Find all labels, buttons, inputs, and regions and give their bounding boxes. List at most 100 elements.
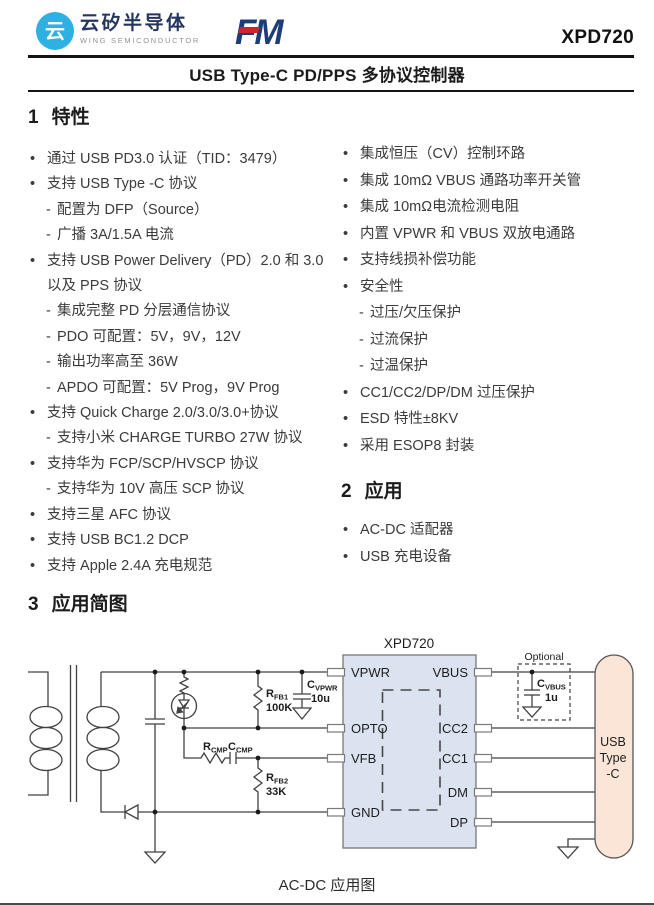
feature-text: PDO 可配置：5V，9V，12V xyxy=(57,328,241,345)
optocoupler-icon xyxy=(170,672,198,728)
feature-item: • 支持 USB Power Delivery（PD）2.0 和 3.0 以及 … xyxy=(28,249,331,300)
feature-item: - 支持小米 CHARGE TURBO 27W 协议 xyxy=(28,426,331,451)
bullet-marker: - xyxy=(46,328,51,345)
bullet-marker: - xyxy=(46,354,51,371)
bullet-marker: • xyxy=(30,405,36,422)
feature-item: • 集成恒压（CV）控制环路 xyxy=(341,141,634,168)
feature-item: • 安全性 xyxy=(341,274,634,301)
feature-item: - 配置为 DFP（Source） xyxy=(28,198,331,223)
feature-item: • 支持 Quick Charge 2.0/3.0/3.0+协议 xyxy=(28,401,331,426)
brand-name-en: WING SEMICONDUCTOR xyxy=(80,36,201,45)
bullet-marker: • xyxy=(30,252,36,269)
rcmp-ccmp-network xyxy=(183,728,328,765)
chip-body xyxy=(342,654,477,849)
cvbus-capacitor-icon xyxy=(521,672,543,718)
fm-logo-icon: FM xyxy=(235,13,286,51)
application-text: AC-DC 适配器 xyxy=(360,522,454,538)
feature-text: 支持线损补偿功能 xyxy=(360,252,476,268)
bullet-marker: - xyxy=(359,305,364,321)
feature-text: 支持 USB Power Delivery（PD）2.0 和 3.0 以及 PP… xyxy=(47,252,324,295)
diode-icon xyxy=(123,803,328,821)
part-number: XPD720 xyxy=(561,27,634,48)
header-rule-top xyxy=(28,55,634,59)
transformer-secondary xyxy=(86,672,125,813)
bullet-marker: • xyxy=(343,172,349,189)
bullet-marker: - xyxy=(46,430,51,447)
feature-text: 支持三星 AFC 协议 xyxy=(47,506,172,523)
rfb2-resistor-icon xyxy=(252,758,264,812)
feature-item: • 支持 Apple 2.4A 充电规范 xyxy=(28,554,331,579)
rfb1-resistor-icon xyxy=(252,672,264,728)
features-list-right: • 集成恒压（CV）控制环路 • 集成 10mΩ VBUS 通路功率开关管 • … xyxy=(341,141,634,459)
feature-text: 集成完整 PD 分层通信协议 xyxy=(57,303,231,320)
pin-label-cc2: CC2 xyxy=(442,721,468,736)
pin-label-gnd: GND xyxy=(351,805,380,820)
feature-text: 集成 10mΩ VBUS 通路功率开关管 xyxy=(360,172,582,189)
rcmp-label: RCMP xyxy=(203,741,228,755)
chip-label: XPD720 xyxy=(384,636,434,651)
feature-text: 过压/欠压保护 xyxy=(370,305,462,321)
feature-text: 广播 3A/1.5A 电流 xyxy=(57,227,174,244)
diagram-caption: AC-DC 应用图 xyxy=(278,877,376,894)
svg-text:Type: Type xyxy=(599,751,626,765)
bullet-marker: - xyxy=(359,358,364,374)
transformer-primary xyxy=(28,671,63,796)
feature-item: - 集成完整 PD 分层通信协议 xyxy=(28,299,331,324)
feature-text: 支持 Quick Charge 2.0/3.0/3.0+协议 xyxy=(47,405,279,422)
fm-logo-red-bar xyxy=(238,27,261,33)
usb-type-c-connector xyxy=(594,654,634,859)
bullet-marker: • xyxy=(30,532,36,549)
bullet-marker: • xyxy=(343,146,349,162)
features-list-left: • 通过 USB PD3.0 认证（TID：3479） • 支持 USB Typ… xyxy=(28,147,331,579)
ground-symbol-icon xyxy=(143,812,167,864)
cvbus-label: CVBUS xyxy=(537,678,566,692)
bullet-marker: • xyxy=(343,278,349,295)
brand-text: 云矽半导体 WING SEMICONDUCTOR xyxy=(80,13,200,45)
feature-item: • ESD 特性±8KV xyxy=(341,406,634,433)
feature-item: • 支持线损补偿功能 xyxy=(341,247,634,274)
feature-text: APDO 可配置：5V Prog，9V Prog xyxy=(57,379,280,396)
feature-item: • 集成 10mΩ VBUS 通路功率开关管 xyxy=(341,168,634,195)
feature-text: 支持 USB BC1.2 DCP xyxy=(47,532,189,549)
brand-name-cn: 云矽半导体 xyxy=(80,13,188,34)
bullet-marker: • xyxy=(30,151,36,167)
bullet-marker: - xyxy=(46,227,51,244)
rfb2-label: RFB2 xyxy=(266,772,288,786)
applications-heading-number: 2 xyxy=(341,481,352,502)
feature-item: • 支持 USB Type -C 协议 xyxy=(28,172,331,197)
pin-label-vpwr: VPWR xyxy=(351,665,390,680)
svg-text:-C: -C xyxy=(606,767,619,781)
rfb1-label: RFB1 xyxy=(266,688,288,702)
bullet-marker: - xyxy=(46,481,51,498)
feature-text: 支持 Apple 2.4A 充电规范 xyxy=(47,557,213,574)
diagram-heading: 3 应用简图 xyxy=(28,591,128,619)
applications-list: • AC-DC 适配器 • USB 充电设备 xyxy=(341,517,634,570)
bullet-marker: • xyxy=(30,557,36,574)
cvbus-value: 1u xyxy=(545,692,558,704)
features-column-left: 1 特性 • 通过 USB PD3.0 认证（TID：3479） • 支持 US… xyxy=(28,104,331,579)
diagram-heading-number: 3 xyxy=(28,594,39,615)
feature-text: 内置 VPWR 和 VBUS 双放电通路 xyxy=(360,225,576,242)
feature-text: 支持华为 FCP/SCP/HVSCP 协议 xyxy=(47,455,259,472)
feature-item: - APDO 可配置：5V Prog，9V Prog xyxy=(28,376,331,401)
bullet-marker: • xyxy=(343,522,349,538)
application-item: • AC-DC 适配器 xyxy=(341,517,634,544)
wing-semiconductor-logo-icon: 云 xyxy=(36,12,74,50)
feature-item: - 过温保护 xyxy=(341,353,634,380)
applications-heading: 2 应用 xyxy=(341,478,634,506)
schematic-wires xyxy=(28,663,595,864)
cvpwr-value: 10u xyxy=(311,693,330,705)
optional-label: Optional xyxy=(524,651,563,663)
bullet-marker: - xyxy=(46,379,51,396)
feature-item: • 通过 USB PD3.0 认证（TID：3479） xyxy=(28,147,331,172)
applications-heading-title: 应用 xyxy=(364,481,403,502)
cvpwr-label: CVPWR xyxy=(307,679,338,693)
feature-item: • 支持三星 AFC 协议 xyxy=(28,503,331,528)
application-text: USB 充电设备 xyxy=(360,548,452,565)
feature-text: 采用 ESOP8 封装 xyxy=(360,437,475,454)
bullet-marker: • xyxy=(343,252,349,268)
feature-text: 过流保护 xyxy=(370,331,428,348)
doc-title: USB Type-C PD/PPS 多协议控制器 xyxy=(189,66,465,85)
ccmp-label: CCMP xyxy=(228,741,253,755)
